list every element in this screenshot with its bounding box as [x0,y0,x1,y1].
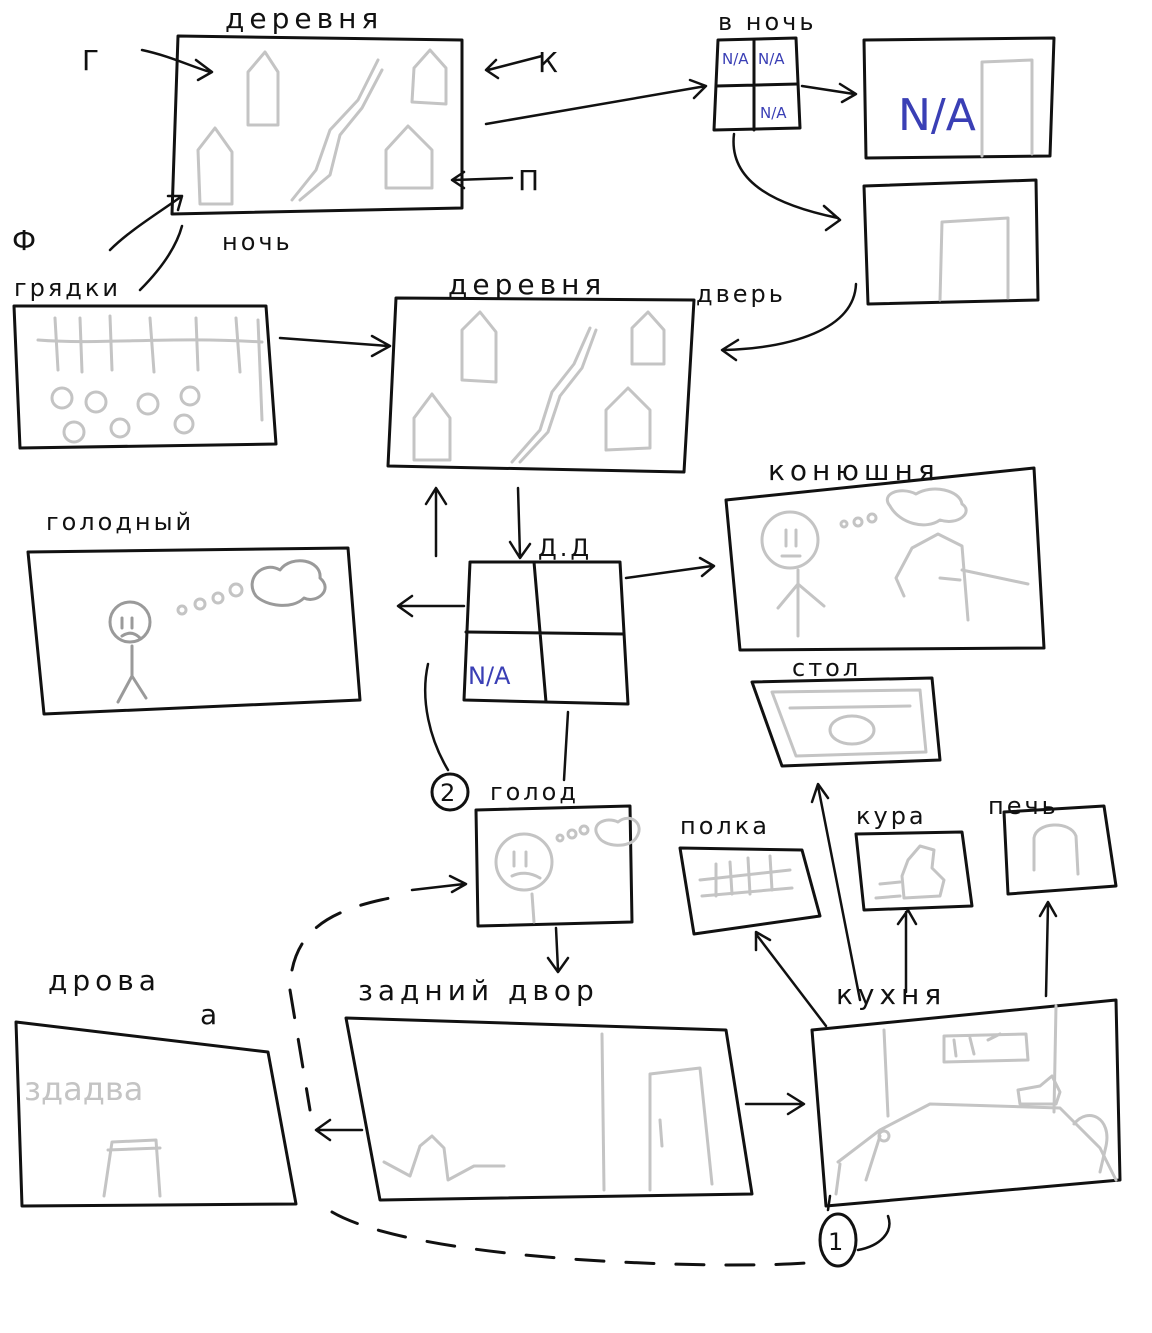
letter-p: П [518,164,544,197]
scene-night-door-na: N/A [862,36,1056,160]
scene-yard: задний двор [344,974,754,1202]
arrow-hunger2-yard [546,926,570,974]
scene-kitchen: кухня [810,978,1122,1208]
label-night-top: ночь [222,228,293,256]
label-shelf: полка [680,812,770,840]
arrow-kitchen-hen [896,908,918,994]
arrow-village-night [484,78,708,126]
scene-hunger-2: 2 голод [430,772,641,928]
badge-1: 1 [818,1212,858,1268]
label-stable: конюшня [768,454,940,487]
badge-2-text: 2 [440,779,458,807]
scene-firewood: дрова a здадва [14,964,298,1208]
hungry-sketch [108,559,327,704]
table-sketch [770,688,928,758]
firewood-sketch [102,1138,162,1198]
scene-table: стол [750,654,942,768]
hunger-2-sketch [494,816,641,924]
label-village-door-suffix: дверь [696,280,786,308]
badge-1-text: 1 [828,1228,846,1256]
label-firewood: дрова [48,964,161,997]
arrow-kitchen-oven [1038,900,1058,998]
arrow-house-stable [624,556,716,580]
arrow-night-village-door [720,282,858,362]
arrow-hunger2-loop [424,662,450,772]
label-firewood-suffix: a [200,998,222,1031]
arrow-night-door-na [800,82,858,104]
arrow-badge1-curl [856,1214,891,1252]
arrow-kitchen-table [810,782,862,1002]
arrow-house-hungry [396,594,466,618]
label-hungry: голодный [46,508,194,536]
dashed-loop-bottom [330,1210,820,1267]
scene-stable: конюшня [724,454,1046,652]
oven-sketch [1032,823,1080,876]
village-sketch [196,48,448,206]
na-text: N/A [758,50,785,68]
beds-sketch [36,314,264,444]
arrow-village-beds [138,224,184,292]
label-night-window: в ночь [718,8,816,36]
scene-night-door [862,178,1040,306]
village-door-sketch [412,310,666,464]
scene-village-door: деревня дверь [386,268,786,474]
arrow-village-door-house [508,486,532,560]
label-hunger-2: голод [490,778,579,806]
arrow-k-village [484,54,544,80]
scene-hungry: голодный [26,508,362,716]
letter-g: Г [82,44,104,77]
label-village-door: деревня [448,268,606,301]
scene-village-top: деревня [170,2,464,216]
arrow-p-village [450,170,514,190]
label-table: стол [792,654,861,682]
scene-night-window: в ночь N/A N/A N/A [712,8,816,132]
dashed-loop-left [288,988,312,1112]
arrow-g-village [140,48,214,82]
na-text-large: N/A [898,90,976,141]
label-yard: задний двор [358,974,599,1007]
label-beds: грядки [14,274,121,302]
label-house-da: Д.Д [538,534,592,562]
arrow-yard-kitchen [744,1092,806,1116]
arrow-night-door [732,132,842,232]
kitchen-sketch [834,1004,1118,1196]
label-oven: печь [988,792,1059,820]
dashed-loop-top [290,896,392,972]
na-text: N/A [760,104,787,122]
arrow-house-village-door [424,486,448,558]
label-hen: кура [856,802,927,830]
yard-sketch [382,1032,714,1192]
hen-sketch [874,844,946,900]
arrows [108,48,1058,1252]
scene-hen: кура [854,802,974,912]
arrow-f-village [108,194,184,252]
arrow-kitchen-shelf [754,930,828,1028]
arrow-house-hunger2 [562,710,570,782]
na-text: N/A [722,50,749,68]
stable-sketch [760,487,1030,638]
label-village-top: деревня [225,2,383,35]
shelf-sketch [698,854,794,898]
arrow-yard-firewood [314,1118,364,1142]
arrow-dashed-hunger2 [410,874,468,894]
firewood-sketch-text: здадва [24,1070,143,1108]
scene-shelf: полка [678,812,822,936]
scene-oven: печь [988,792,1118,896]
scene-house-grid: Д.Д N/A [462,534,630,706]
arrow-badge1-kitchen [826,1194,832,1212]
letter-k: К [538,46,563,79]
scene-beds: грядки [12,274,278,450]
badge-2 [430,772,470,812]
label-kitchen: кухня [836,978,946,1011]
na-text: N/A [468,662,511,690]
arrow-beds-village-door [278,334,392,358]
letter-f: Ф [12,224,41,257]
